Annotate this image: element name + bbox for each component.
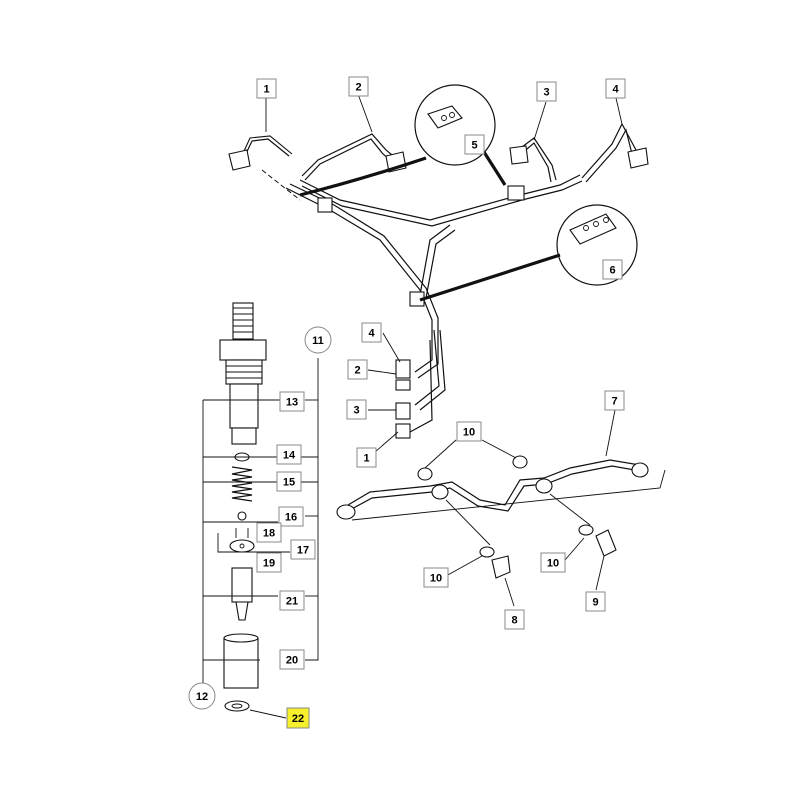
svg-text:4: 4 (368, 328, 375, 340)
callout-6[interactable]: 6 (602, 259, 623, 280)
callout-leader-lines (265, 93, 623, 607)
callout-21[interactable]: 21 (279, 590, 305, 611)
detail-bubble-clamp-6 (419, 204, 638, 302)
callout-2b[interactable]: 2 (347, 359, 368, 380)
svg-text:9: 9 (592, 597, 598, 609)
callout-12[interactable]: 12 (188, 682, 216, 710)
svg-text:3: 3 (353, 405, 359, 417)
callout-15[interactable]: 15 (276, 471, 302, 492)
callout-17[interactable]: 17 (290, 539, 316, 560)
svg-text:10: 10 (430, 573, 442, 585)
callout-10a[interactable]: 10 (456, 421, 482, 442)
callout-10c[interactable]: 10 (540, 552, 566, 573)
svg-text:11: 11 (312, 335, 324, 347)
svg-text:12: 12 (196, 691, 208, 703)
callout-19[interactable]: 19 (256, 552, 282, 573)
svg-text:13: 13 (286, 397, 298, 409)
svg-text:10: 10 (463, 427, 475, 439)
callout-20[interactable]: 20 (279, 649, 305, 670)
svg-text:15: 15 (283, 477, 295, 489)
callout-5[interactable]: 5 (464, 134, 485, 155)
callout-9[interactable]: 9 (585, 591, 606, 612)
callout-11[interactable]: 11 (304, 326, 332, 354)
svg-text:20: 20 (286, 655, 298, 667)
svg-text:5: 5 (471, 140, 477, 152)
injector-leader-lines (202, 358, 319, 719)
lower-pipe-assembly (336, 455, 666, 579)
callout-4a[interactable]: 4 (605, 78, 626, 99)
callout-8[interactable]: 8 (504, 609, 525, 630)
svg-text:10: 10 (547, 558, 559, 570)
callout-7[interactable]: 7 (604, 390, 625, 411)
svg-text:8: 8 (511, 615, 517, 627)
callout-14[interactable]: 14 (276, 444, 302, 465)
callout-16[interactable]: 16 (278, 506, 304, 527)
callout-1a[interactable]: 1 (256, 78, 277, 99)
svg-text:4: 4 (612, 84, 619, 96)
callout-13[interactable]: 13 (279, 391, 305, 412)
callout-labels: 1 2 3 4 5 6 4 2 (188, 76, 626, 729)
svg-text:2: 2 (355, 82, 361, 94)
callout-3b[interactable]: 3 (346, 399, 367, 420)
injector-stack (219, 302, 267, 712)
svg-text:19: 19 (263, 558, 275, 570)
callout-22-highlighted[interactable]: 22 (286, 707, 310, 729)
svg-text:17: 17 (297, 545, 309, 557)
svg-text:3: 3 (543, 87, 549, 99)
svg-text:7: 7 (611, 396, 617, 408)
svg-text:2: 2 (354, 365, 360, 377)
detail-bubble-clamp-5 (299, 84, 507, 197)
svg-text:16: 16 (285, 512, 297, 524)
svg-text:22: 22 (292, 713, 304, 725)
callout-10b[interactable]: 10 (423, 567, 449, 588)
svg-text:1: 1 (363, 453, 369, 465)
svg-text:14: 14 (283, 450, 296, 462)
callout-4b[interactable]: 4 (361, 322, 382, 343)
svg-text:18: 18 (263, 528, 275, 540)
upper-pipe-assembly (228, 122, 649, 439)
callout-3a[interactable]: 3 (536, 81, 557, 102)
callout-2a[interactable]: 2 (348, 76, 369, 97)
svg-text:6: 6 (609, 265, 615, 277)
svg-text:21: 21 (286, 596, 298, 608)
svg-text:1: 1 (263, 84, 269, 96)
callout-18[interactable]: 18 (256, 522, 282, 543)
callout-1b[interactable]: 1 (356, 447, 377, 468)
